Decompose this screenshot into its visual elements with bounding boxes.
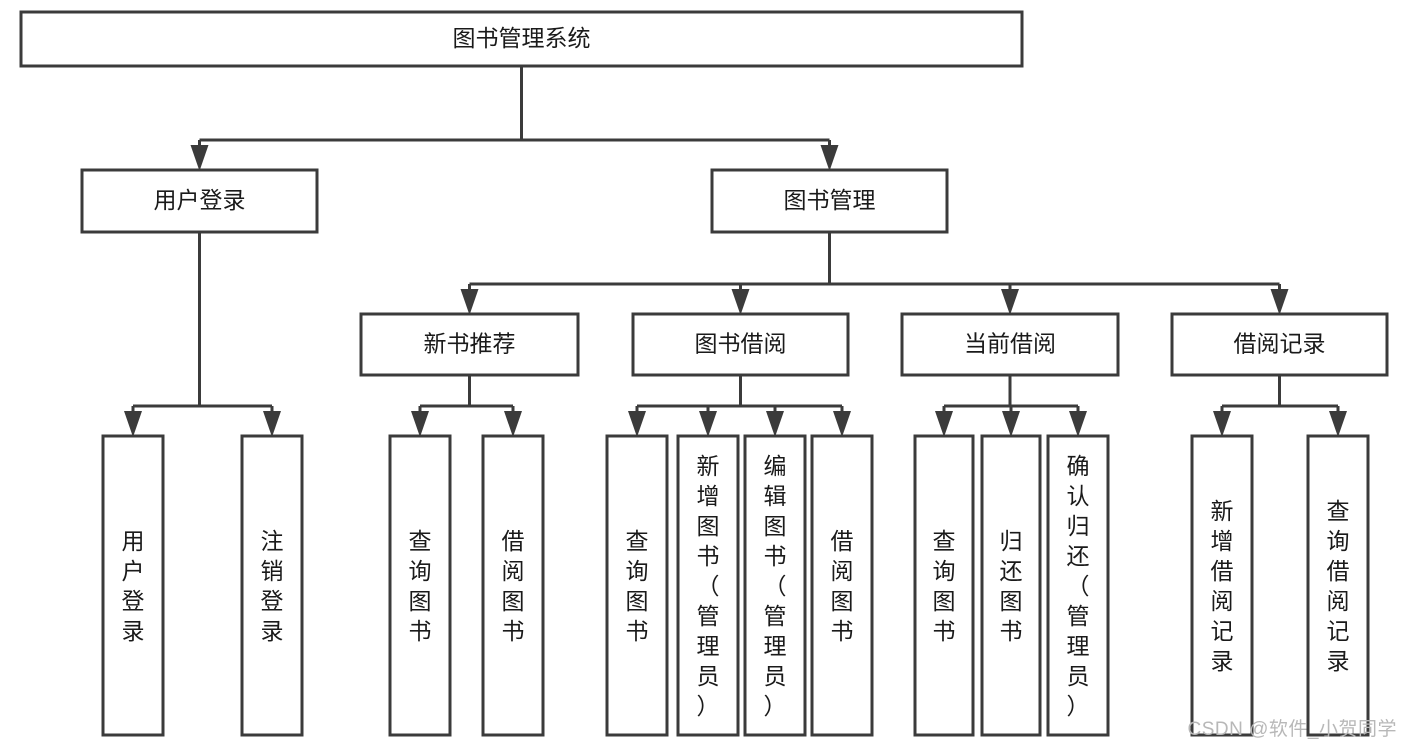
node-box-leaf-query-record	[1306, 434, 1370, 737]
node-leaf-borrow-book-1[interactable]: 借阅图书	[481, 434, 545, 737]
node-leaf-add-record[interactable]: 新增借阅记录	[1190, 434, 1254, 737]
node-leaf-query-book-3[interactable]: 查询图书	[913, 434, 975, 737]
node-leaf-query-book-2[interactable]: 查询图书	[605, 434, 669, 737]
node-label-root: 图书管理系统	[453, 25, 591, 51]
node-box-leaf-query-book-1	[388, 434, 452, 737]
node-box-book-manage	[710, 168, 949, 234]
node-book-manage[interactable]: 图书管理	[710, 168, 949, 234]
node-leaf-user-login[interactable]: 用户登录	[101, 434, 165, 737]
node-label-leaf-logout: 注销登录	[261, 528, 284, 644]
node-box-leaf-return-book	[980, 434, 1042, 737]
node-box-leaf-query-book-3	[913, 434, 975, 737]
node-layer: 图书管理系统用户登录图书管理新书推荐图书借阅当前借阅借阅记录用户登录注销登录查询…	[19, 10, 1389, 737]
node-box-root	[19, 10, 1024, 68]
node-user-login[interactable]: 用户登录	[80, 168, 319, 234]
node-label-leaf-borrow-book-2: 借阅图书	[831, 528, 854, 644]
node-label-leaf-query-record: 查询借阅记录	[1327, 498, 1350, 674]
node-label-leaf-user-login: 用户登录	[122, 528, 145, 644]
node-root[interactable]: 图书管理系统	[19, 10, 1024, 68]
node-label-leaf-edit-book: 编辑图书（管理员）	[764, 453, 787, 719]
node-box-leaf-add-record	[1190, 434, 1254, 737]
connector-layer	[124, 66, 1347, 437]
node-current-borrow[interactable]: 当前借阅	[900, 312, 1120, 377]
node-label-borrow-record: 借阅记录	[1234, 331, 1326, 357]
node-book-borrow[interactable]: 图书借阅	[631, 312, 850, 377]
node-label-user-login: 用户登录	[154, 187, 246, 213]
node-leaf-confirm-return[interactable]: 确认归还（管理员）	[1046, 434, 1110, 737]
node-box-leaf-edit-book	[743, 434, 807, 737]
node-label-leaf-query-book-3: 查询图书	[933, 528, 956, 644]
node-label-book-manage: 图书管理	[784, 187, 876, 213]
node-box-current-borrow	[900, 312, 1120, 377]
node-label-leaf-borrow-book-1: 借阅图书	[502, 528, 525, 644]
node-box-leaf-borrow-book-2	[810, 434, 874, 737]
node-label-leaf-return-book: 归还图书	[1000, 528, 1023, 644]
node-leaf-edit-book[interactable]: 编辑图书（管理员）	[743, 434, 807, 737]
node-label-leaf-add-book: 新增图书（管理员）	[697, 453, 720, 719]
node-box-leaf-confirm-return	[1046, 434, 1110, 737]
node-leaf-add-book[interactable]: 新增图书（管理员）	[676, 434, 740, 737]
node-label-leaf-confirm-return: 确认归还（管理员）	[1067, 453, 1090, 719]
node-borrow-record[interactable]: 借阅记录	[1170, 312, 1389, 377]
node-leaf-query-record[interactable]: 查询借阅记录	[1306, 434, 1370, 737]
node-label-new-book-rec: 新书推荐	[424, 331, 516, 357]
node-box-new-book-rec	[359, 312, 580, 377]
node-box-leaf-user-login	[101, 434, 165, 737]
node-leaf-return-book[interactable]: 归还图书	[980, 434, 1042, 737]
node-label-current-borrow: 当前借阅	[964, 331, 1056, 357]
node-new-book-rec[interactable]: 新书推荐	[359, 312, 580, 377]
node-box-leaf-logout	[240, 434, 304, 737]
node-label-leaf-add-record: 新增借阅记录	[1211, 498, 1234, 674]
node-label-leaf-query-book-2: 查询图书	[626, 528, 649, 644]
node-label-book-borrow: 图书借阅	[695, 331, 787, 357]
node-leaf-logout[interactable]: 注销登录	[240, 434, 304, 737]
node-leaf-borrow-book-2[interactable]: 借阅图书	[810, 434, 874, 737]
node-label-leaf-query-book-1: 查询图书	[409, 528, 432, 644]
node-leaf-query-book-1[interactable]: 查询图书	[388, 434, 452, 737]
node-box-leaf-query-book-2	[605, 434, 669, 737]
node-box-leaf-add-book	[676, 434, 740, 737]
node-box-leaf-borrow-book-1	[481, 434, 545, 737]
node-box-borrow-record	[1170, 312, 1389, 377]
node-box-book-borrow	[631, 312, 850, 377]
node-box-user-login	[80, 168, 319, 234]
